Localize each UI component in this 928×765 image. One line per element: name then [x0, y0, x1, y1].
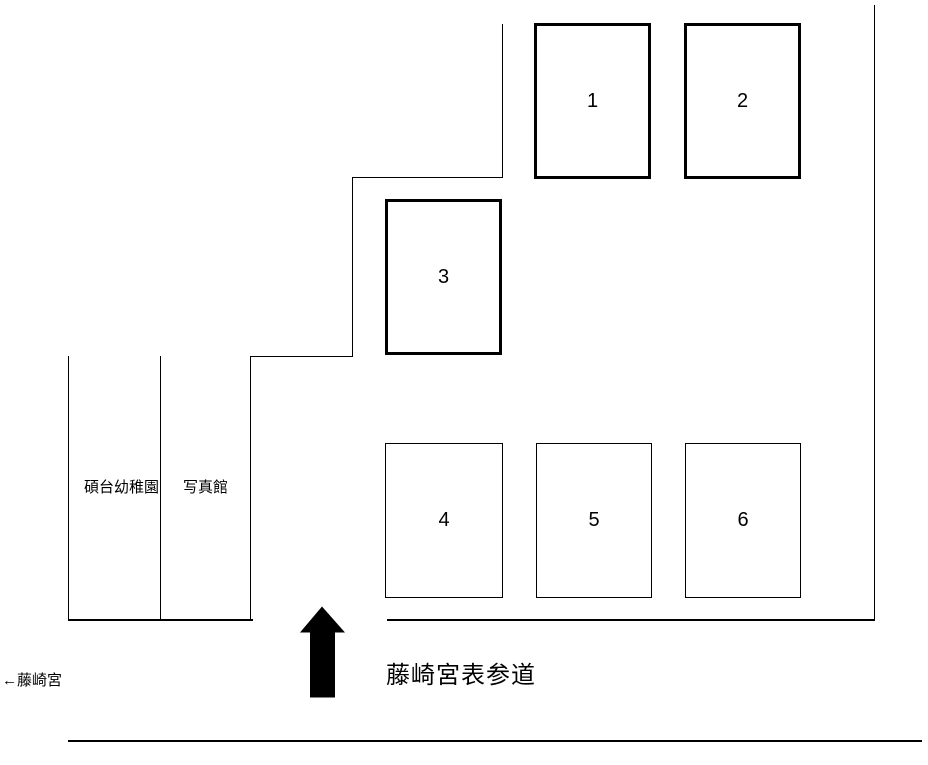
road-edge-horizontal-1: [352, 177, 503, 178]
photo-studio-label: 写真館: [182, 479, 228, 496]
parking-space-2: 2: [684, 23, 801, 179]
parking-space-3-number: 3: [437, 265, 450, 288]
road-edge-horizontal-2: [250, 356, 353, 357]
building-wall-bottom: [68, 619, 253, 621]
building-wall-divider: [160, 356, 161, 621]
parking-space-2-number: 2: [736, 89, 749, 112]
parking-space-5: 5: [536, 443, 652, 598]
to-shrine-direction-label: ←藤崎宮: [2, 672, 63, 689]
parking-space-3: 3: [385, 199, 502, 355]
road-edge-left-vertical: [250, 356, 251, 621]
parking-space-5-number: 5: [588, 509, 600, 531]
parking-space-4: 4: [385, 443, 503, 598]
street-bottom-line: [68, 740, 922, 742]
road-edge-mid-vertical: [352, 177, 353, 357]
parking-space-4-number: 4: [438, 509, 450, 531]
parking-space-6: 6: [685, 443, 801, 598]
parking-space-6-number: 6: [737, 509, 749, 531]
building-wall-left: [68, 356, 69, 621]
street-name-label: 藤崎宮表参道: [386, 662, 536, 689]
road-edge-top-vertical: [502, 24, 503, 178]
parking-bottom-edge: [387, 619, 875, 621]
boundary-right-vertical: [874, 5, 875, 621]
parking-space-1-number: 1: [586, 89, 599, 112]
parking-space-1: 1: [534, 23, 651, 179]
kindergarten-label: 碩台幼稚園: [83, 479, 159, 496]
up-arrow-icon: [300, 606, 345, 698]
